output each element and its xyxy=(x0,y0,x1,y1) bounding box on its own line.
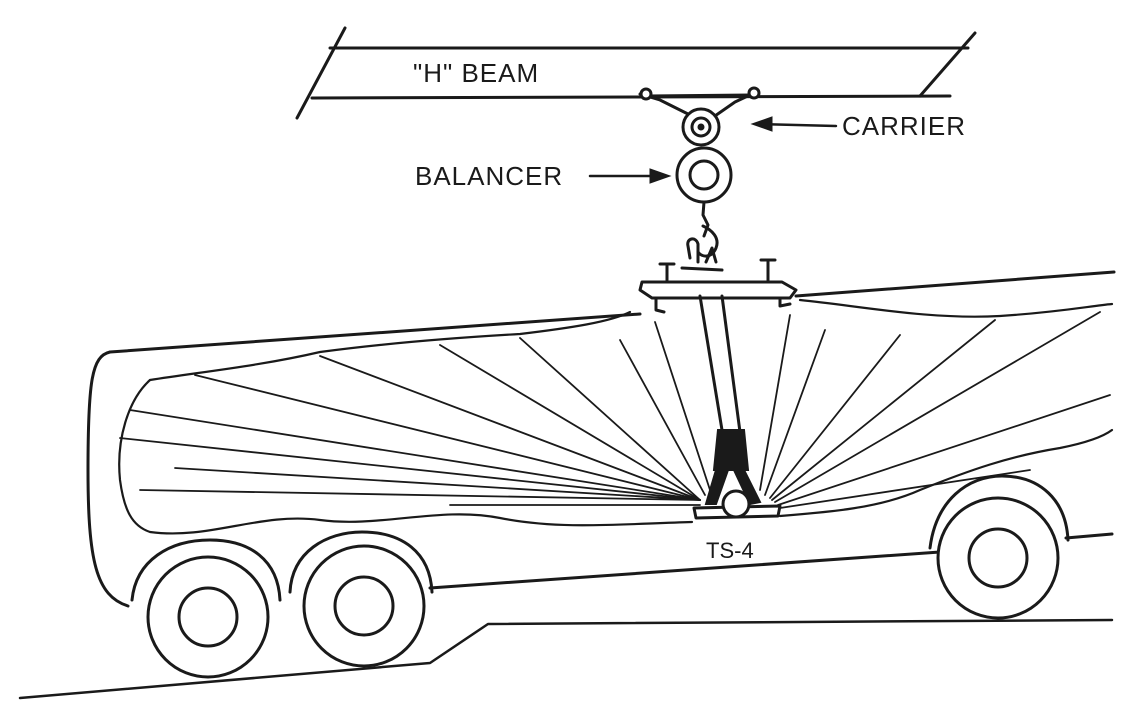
rear-wheel-right xyxy=(288,530,434,668)
balancer-arrow xyxy=(588,168,672,184)
cleaning-head xyxy=(692,294,782,520)
beam-label: "H" BEAM xyxy=(413,58,539,88)
carrier-arrow xyxy=(750,116,838,132)
rear-wheel-left xyxy=(130,538,282,679)
carrier-label: CARRIER xyxy=(842,111,966,141)
front-wheel xyxy=(928,474,1070,620)
tank-residue xyxy=(118,298,1114,535)
ground xyxy=(18,618,1114,700)
carrier xyxy=(638,86,761,147)
mounting-flange xyxy=(638,258,798,314)
balancer-label: BALANCER xyxy=(415,161,563,191)
tank-truck-body xyxy=(86,270,1116,608)
hook-chain xyxy=(686,200,719,264)
tank-label: TS-4 xyxy=(706,538,754,563)
balancer xyxy=(675,146,733,204)
h-beam xyxy=(295,26,977,120)
spray-pattern xyxy=(119,311,1111,509)
